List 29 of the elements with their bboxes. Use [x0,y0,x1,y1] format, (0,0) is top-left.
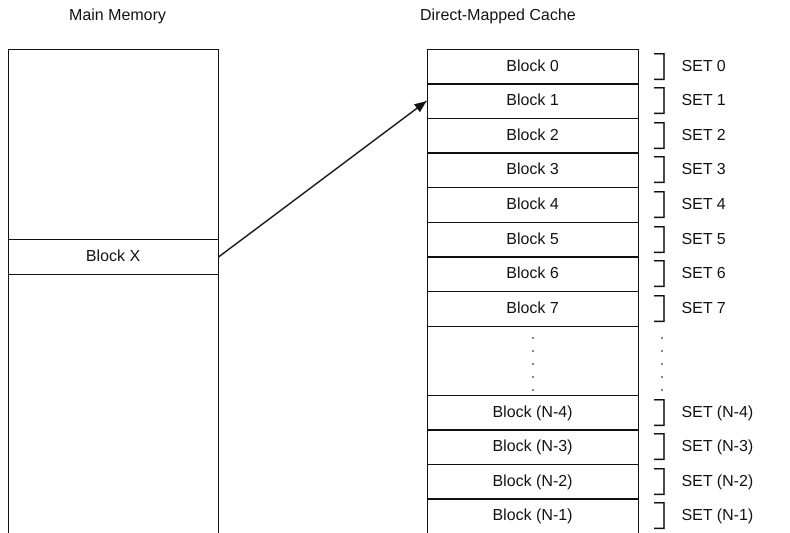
set-label: SET 7 [682,300,726,318]
column-title: Main Memory [69,7,166,25]
column-title: Direct-Mapped Cache [420,7,576,25]
set-label: SET (N-4) [682,404,754,422]
set-label: SET 5 [682,230,726,249]
arrow [218,100,427,258]
block-label: Block (N-2) [492,472,572,491]
block-label: Block 6 [506,265,559,284]
set-label: SET 0 [682,58,726,76]
block-label: Block 7 [506,300,559,318]
block-label: Block 5 [506,230,559,249]
block-label: Block (N-1) [492,507,572,526]
block-label: Block 1 [506,92,559,110]
block-label: Block 2 [506,126,559,145]
set-label: SET 4 [682,196,726,214]
set-label: SET 3 [682,161,726,180]
block-label: Block (N-4) [492,404,572,422]
block-label: Block (N-3) [492,438,572,456]
block-label: Block 3 [506,161,559,180]
set-label: SET 2 [682,126,726,145]
set-label: SET (N-2) [682,472,754,491]
block-label: Block 4 [506,196,559,214]
block-row [8,239,218,275]
block-label: Block X [86,248,140,266]
set-label: SET 6 [682,265,726,284]
set-label: SET (N-3) [682,438,754,456]
block-label: Block 0 [506,58,559,76]
set-label: SET 1 [682,92,726,110]
set-label: SET (N-1) [682,507,754,526]
